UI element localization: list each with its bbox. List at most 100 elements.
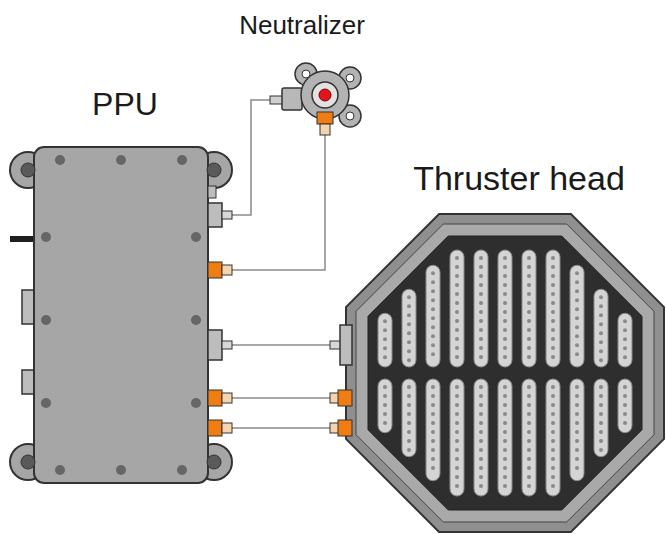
aperture-hole [551,283,555,287]
aperture-hole [527,310,531,314]
aperture-hole [503,283,507,287]
aperture-strip [474,379,488,496]
thruster-housing [346,214,664,532]
connector-pin [270,96,283,104]
aperture-hole [575,448,579,452]
aperture-hole [551,484,555,488]
aperture-hole [479,265,483,269]
aperture-hole [407,430,411,434]
aperture-hole [455,337,459,341]
screw [116,465,126,475]
aperture-hole [431,385,435,389]
aperture-hole [407,394,411,398]
screw [55,465,65,475]
aperture-hole [479,394,483,398]
aperture-strip [450,379,464,496]
aperture-hole [623,337,627,341]
aperture-hole [527,412,531,416]
aperture-hole [431,439,435,443]
aperture-hole [455,265,459,269]
aperture-hole [383,385,387,389]
aperture-hole [527,403,531,407]
aperture-hole [383,355,387,359]
aperture-hole [503,466,507,470]
aperture-hole [431,334,435,338]
aperture-hole [431,448,435,452]
mounting-hole [21,163,35,177]
aperture-hole [503,328,507,332]
aperture-hole [479,448,483,452]
connector-tip [320,124,330,135]
aperture-hole [455,274,459,278]
aperture-strip [474,250,488,367]
aperture-hole [431,352,435,356]
aperture-hole [479,439,483,443]
aperture-hole [527,394,531,398]
aperture-hole [623,421,627,425]
aperture-hole [455,355,459,359]
aperture-hole [527,421,531,425]
aperture-hole [383,328,387,332]
screw [177,155,187,165]
aperture-hole [431,307,435,311]
ppu-housing [34,147,208,483]
aperture-hole [551,310,555,314]
aperture-hole [407,331,411,335]
aperture-hole [479,484,483,488]
aperture-hole [455,256,459,260]
aperture-hole [503,448,507,452]
aperture-hole [575,271,579,275]
thruster-rim [356,224,654,522]
neutralizer-drawing [270,55,360,135]
aperture-hole [431,412,435,416]
aperture-hole [575,466,579,470]
aperture-strip [450,250,464,367]
aperture-hole [431,343,435,347]
aperture-hole [479,256,483,260]
aperture-hole [503,346,507,350]
aperture-hole [503,430,507,434]
aperture-hole [431,403,435,407]
aperture-hole [527,319,531,323]
aperture-hole [527,301,531,305]
orange-connector [208,262,222,278]
screw [116,155,126,165]
mounting-hole [21,455,35,469]
ppu-unit: PPU [8,145,232,487]
aperture-hole [431,271,435,275]
orange-connector [338,420,352,436]
aperture-hole [623,355,627,359]
aperture-strip [594,379,608,457]
aperture-hole [479,337,483,341]
aperture-strip [378,313,392,367]
cable [232,100,270,215]
aperture-hole [527,337,531,341]
aperture-strip [402,289,416,367]
aperture-hole [455,292,459,296]
aperture-hole [503,319,507,323]
node-label: Neutralizer [239,11,365,40]
aperture-hole [575,325,579,329]
grey-connector [208,203,222,227]
connector-tip [222,265,232,275]
ppu-unit-drawing [8,145,232,487]
aperture-hole [383,394,387,398]
aperture-hole [503,439,507,443]
aperture-hole [599,448,603,452]
aperture-hole [527,328,531,332]
ppu-unit-illustration [10,147,232,483]
aperture-hole [575,385,579,389]
aperture-hole [503,274,507,278]
aperture-hole [551,394,555,398]
aperture-hole [551,337,555,341]
screw [41,232,51,242]
aperture-hole [455,403,459,407]
aperture-hole [431,325,435,329]
aperture-hole [503,403,507,407]
aperture-hole [551,256,555,260]
aperture-hole [575,307,579,311]
aperture-hole [431,298,435,302]
aperture-hole [623,412,627,416]
cable [232,135,325,270]
